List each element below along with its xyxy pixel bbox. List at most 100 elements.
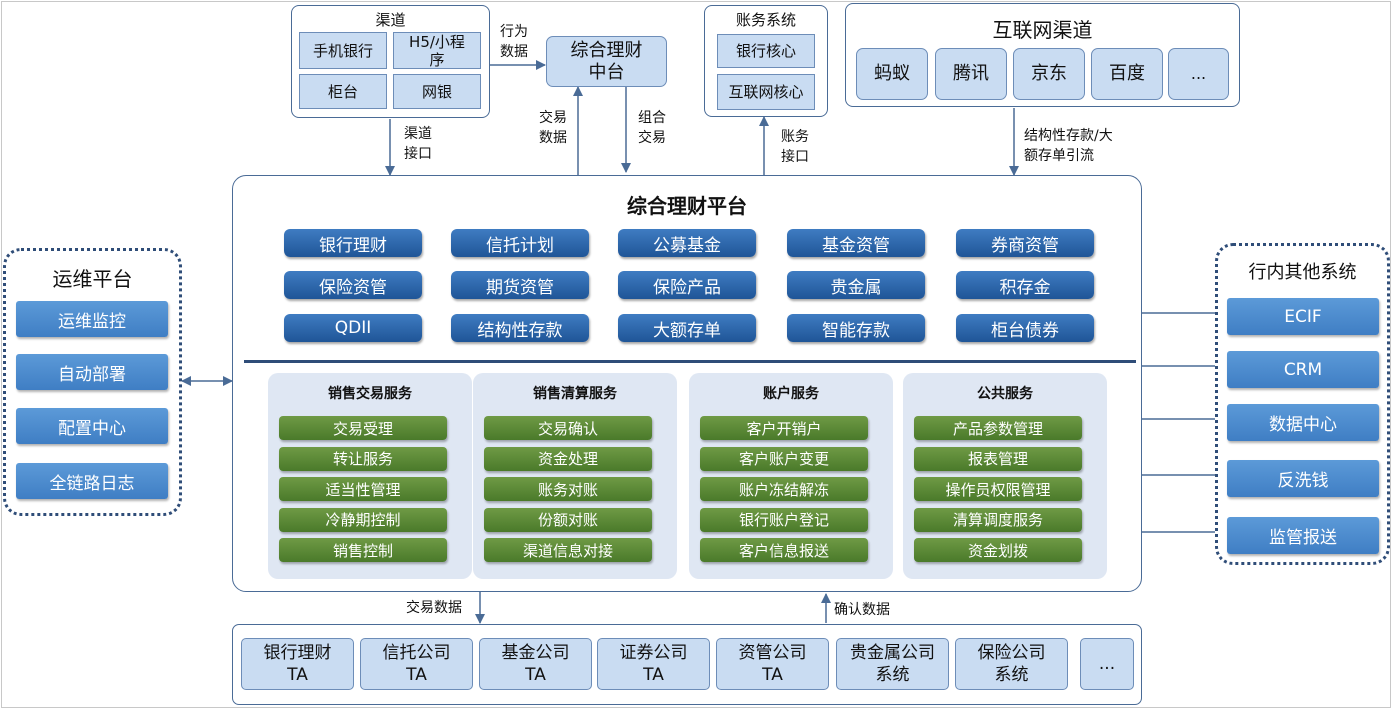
accounting-box: 账务系统 银行核心 互联网核心: [704, 5, 828, 117]
channel-online-banking[interactable]: 网银: [393, 74, 481, 109]
ops-platform-title: 运维平台: [52, 267, 133, 291]
product-2-2[interactable]: 大额存单: [618, 314, 756, 342]
service-group-0: 销售交易服务交易受理转让服务适当性管理冷静期控制销售控制: [268, 373, 472, 579]
ta-system-suffix: TA: [525, 665, 546, 685]
ops-tracing-logs[interactable]: 全链路日志: [16, 463, 168, 499]
product-1-3[interactable]: 贵金属: [787, 271, 925, 299]
combo-trade-label: 组合 交易: [638, 110, 666, 146]
service-item[interactable]: 销售控制: [279, 538, 447, 562]
channel-box: 渠道 手机银行 H5/小程序 柜台 网银: [291, 5, 490, 118]
service-group-title: 公共服务: [977, 386, 1033, 402]
product-0-4[interactable]: 券商资管: [956, 229, 1094, 257]
service-group-1: 销售清算服务交易确认资金处理账务对账份额对账渠道信息对接: [473, 373, 677, 579]
internet-core[interactable]: 互联网核心: [717, 74, 815, 110]
accounting-title: 账务系统: [735, 11, 796, 29]
product-2-1[interactable]: 结构性存款: [451, 314, 589, 342]
service-item[interactable]: 操作员权限管理: [914, 477, 1082, 501]
account-interface-label: 账务 接口: [781, 129, 809, 165]
service-item[interactable]: 客户开销户: [700, 416, 868, 440]
ta-system-suffix: TA: [287, 665, 308, 685]
service-item[interactable]: 转让服务: [279, 446, 447, 471]
ta-system-name: ...: [1098, 654, 1116, 674]
service-item[interactable]: 渠道信息对接: [484, 538, 652, 562]
partner-more[interactable]: ...: [1168, 48, 1229, 100]
service-item[interactable]: 清算调度服务: [914, 507, 1082, 532]
service-item[interactable]: 冷静期控制: [279, 507, 447, 532]
service-group-title: 销售交易服务: [328, 386, 412, 402]
ta-system-suffix: TA: [762, 665, 783, 685]
ops-auto-deploy[interactable]: 自动部署: [16, 354, 168, 390]
service-item[interactable]: 银行账户登记: [700, 507, 868, 532]
product-1-1[interactable]: 期货资管: [451, 271, 589, 299]
channel-interface-label: 渠道 接口: [404, 126, 432, 162]
internal-systems-title: 行内其他系统: [1248, 262, 1357, 283]
behavior-data-label: 行为 数据: [500, 24, 528, 60]
service-item[interactable]: 客户账户变更: [700, 446, 868, 471]
ta-system-suffix: TA: [406, 665, 427, 685]
service-item[interactable]: 份额对账: [484, 507, 652, 532]
ta-system-name: 银行理财: [263, 643, 332, 663]
channel-h5-miniprogram[interactable]: H5/小程序: [393, 32, 481, 69]
system-anti-money-laundering[interactable]: 反洗钱: [1227, 460, 1379, 497]
internet-channel-title: 互联网渠道: [992, 18, 1093, 42]
service-item[interactable]: 报表管理: [914, 446, 1082, 471]
service-item[interactable]: 资金划拨: [914, 538, 1082, 562]
ops-config-center[interactable]: 配置中心: [16, 408, 168, 444]
ta-system-suffix: TA: [643, 665, 664, 685]
product-2-3[interactable]: 智能存款: [787, 314, 925, 342]
service-item[interactable]: 资金处理: [484, 446, 652, 471]
internet-channel-box: 互联网渠道 蚂蚁 腾讯 京东 百度 ...: [845, 3, 1240, 107]
product-0-3[interactable]: 基金资管: [787, 229, 925, 257]
service-item[interactable]: 适当性管理: [279, 477, 447, 501]
partner-ant[interactable]: 蚂蚁: [856, 48, 928, 100]
channel-title: 渠道: [375, 11, 406, 29]
ta-system-name: 基金公司: [501, 643, 570, 663]
ta-system-name: 资管公司: [738, 643, 807, 663]
system-crm[interactable]: CRM: [1227, 351, 1379, 388]
partner-baidu[interactable]: 百度: [1091, 48, 1163, 100]
partner-jd[interactable]: 京东: [1013, 48, 1085, 100]
service-group-2: 账户服务客户开销户客户账户变更账户冻结解冻银行账户登记客户信息报送: [689, 373, 893, 579]
ta-system-5[interactable]: 贵金属公司系统: [836, 638, 949, 690]
ta-system-name: 信托公司: [382, 643, 451, 663]
internet-flow-label: 结构性存款/大 额存单引流: [1024, 128, 1113, 164]
platform-divider: [244, 360, 1136, 363]
service-group-title: 账户服务: [763, 386, 819, 402]
bottom-trade-data-label: 交易数据: [406, 600, 462, 616]
partner-tencent[interactable]: 腾讯: [935, 48, 1007, 100]
product-1-0[interactable]: 保险资管: [284, 271, 422, 299]
bank-core[interactable]: 银行核心: [717, 34, 815, 68]
system-regulatory-reporting[interactable]: 监管报送: [1227, 517, 1379, 554]
service-item[interactable]: 交易确认: [484, 416, 652, 440]
product-1-4[interactable]: 积存金: [956, 271, 1094, 299]
channel-counter[interactable]: 柜台: [299, 74, 387, 109]
service-item[interactable]: 交易受理: [279, 416, 447, 440]
service-item[interactable]: 产品参数管理: [914, 416, 1082, 440]
wealth-platform-title: 综合理财平台: [627, 194, 747, 218]
ta-system-name: 贵金属公司: [850, 643, 935, 663]
system-ecif[interactable]: ECIF: [1227, 298, 1379, 335]
product-0-2[interactable]: 公募基金: [618, 229, 756, 257]
ops-monitoring[interactable]: 运维监控: [16, 301, 168, 337]
ta-system-suffix: 系统: [994, 665, 1029, 685]
product-2-4[interactable]: 柜台债券: [956, 314, 1094, 342]
service-item[interactable]: 客户信息报送: [700, 538, 868, 562]
ta-system-6[interactable]: 保险公司系统: [955, 638, 1068, 690]
ta-system-7[interactable]: ...: [1080, 638, 1134, 690]
product-1-2[interactable]: 保险产品: [618, 271, 756, 299]
service-group-3: 公共服务产品参数管理报表管理操作员权限管理清算调度服务资金划拨: [903, 373, 1107, 579]
system-data-center[interactable]: 数据中心: [1227, 404, 1379, 441]
channel-mobile-banking[interactable]: 手机银行: [299, 32, 387, 69]
product-2-0[interactable]: QDII: [284, 314, 422, 342]
service-item[interactable]: 账务对账: [484, 477, 652, 501]
product-0-1[interactable]: 信托计划: [451, 229, 589, 257]
service-item[interactable]: 账户冻结解冻: [700, 477, 868, 501]
wealth-middle-platform[interactable]: 综合理财 中台: [546, 36, 667, 87]
ta-system-name: 证券公司: [619, 643, 688, 663]
product-0-0[interactable]: 银行理财: [284, 229, 422, 257]
